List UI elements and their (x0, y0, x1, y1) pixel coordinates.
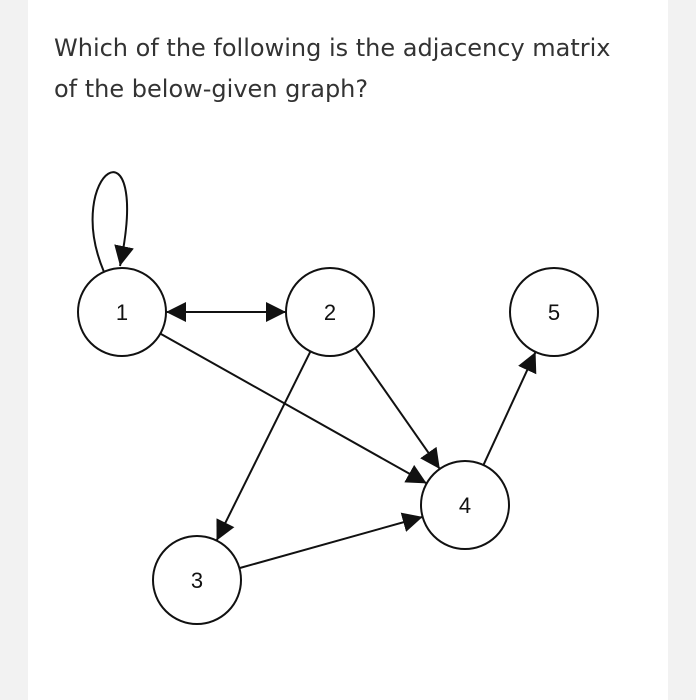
node-3: 3 (152, 535, 242, 625)
node-5: 5 (509, 267, 599, 357)
nodes-layer: 1 2 3 4 5 (77, 267, 599, 625)
question-line-2: of the below-given graph? (54, 75, 369, 103)
edge-2-3 (215, 350, 312, 542)
edge-1-1-self-loop (91, 171, 134, 273)
question-text: Which of the following is the adjacency … (54, 28, 654, 110)
node-3-label: 3 (191, 568, 203, 593)
edge-4-5 (482, 351, 537, 466)
node-4-circle (420, 460, 510, 550)
node-3-circle (152, 535, 242, 625)
node-2-label: 2 (324, 300, 336, 325)
node-4-label: 4 (459, 493, 471, 518)
node-2: 2 (285, 267, 375, 357)
node-1-label: 1 (116, 300, 128, 325)
edge-3-4 (239, 512, 423, 570)
edge-2-4 (354, 347, 441, 470)
question-line-1: Which of the following is the adjacency … (54, 34, 611, 62)
node-1-circle (77, 267, 167, 357)
node-5-circle (509, 267, 599, 357)
node-1: 1 (77, 267, 167, 357)
node-4: 4 (420, 460, 510, 550)
edges-layer (91, 171, 537, 570)
edge-1-4 (159, 332, 428, 485)
node-5-label: 5 (548, 300, 560, 325)
node-2-circle (285, 267, 375, 357)
